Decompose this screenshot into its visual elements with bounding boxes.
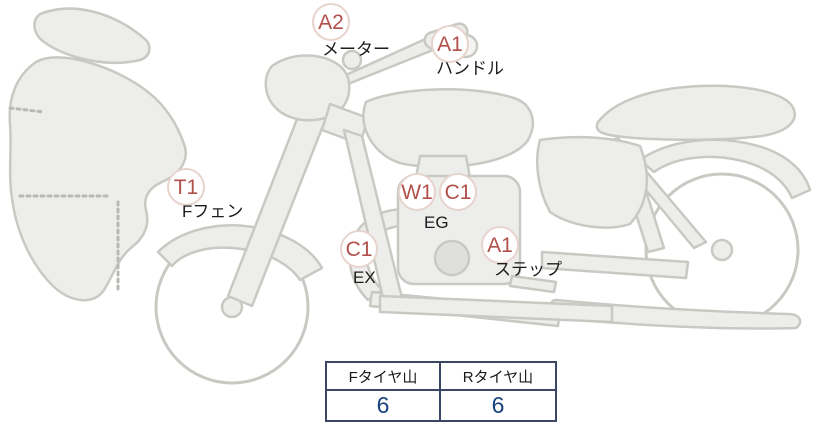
annotation-exhaust: C1 EX — [340, 230, 378, 288]
fuel-tank — [362, 88, 534, 169]
tire-tread-table: Fタイヤ山 Rタイヤ山 6 6 — [325, 361, 557, 422]
annotation-step-label: ステップ — [494, 260, 562, 279]
windscreen — [33, 7, 151, 65]
step-part — [508, 274, 558, 294]
annotation-front-fender-label: Fフェン — [182, 202, 244, 221]
front-fender-part — [156, 224, 324, 282]
rear-tire-value: 6 — [439, 389, 555, 420]
annotation-meter-label: メーター — [322, 40, 390, 59]
annotation-meter: A2 メーター — [312, 3, 390, 60]
annotation-engine-label: EG — [424, 213, 449, 232]
swingarm — [540, 250, 690, 280]
grade-badge-exhaust: C1 — [340, 230, 378, 268]
front-tire-header: Fタイヤ山 — [348, 368, 418, 386]
front-cowl — [8, 56, 187, 302]
grade-badge-handle: A1 — [431, 25, 469, 63]
annotation-engine: W1 C1 EG — [398, 173, 477, 233]
side-cover — [536, 135, 649, 229]
annotation-front-fender: T1 Fフェン — [167, 168, 243, 222]
annotation-handle: A1 ハンドル — [431, 25, 504, 79]
annotation-exhaust-label: EX — [353, 268, 376, 287]
grade-badge-engine-1: W1 — [398, 173, 436, 211]
grade-badge-step: A1 — [481, 226, 519, 264]
seat — [595, 84, 796, 142]
front-tire-value: 6 — [327, 389, 439, 420]
grade-badge-meter: A2 — [312, 3, 350, 41]
grade-badge-front-fender: T1 — [167, 168, 205, 206]
rear-tire-header: Rタイヤ山 — [439, 363, 555, 389]
meter-part — [341, 49, 363, 71]
grade-badge-engine-2: C1 — [439, 173, 477, 211]
annotation-step: A1 ステップ — [481, 226, 562, 280]
annotation-handle-label: ハンドル — [436, 59, 504, 78]
